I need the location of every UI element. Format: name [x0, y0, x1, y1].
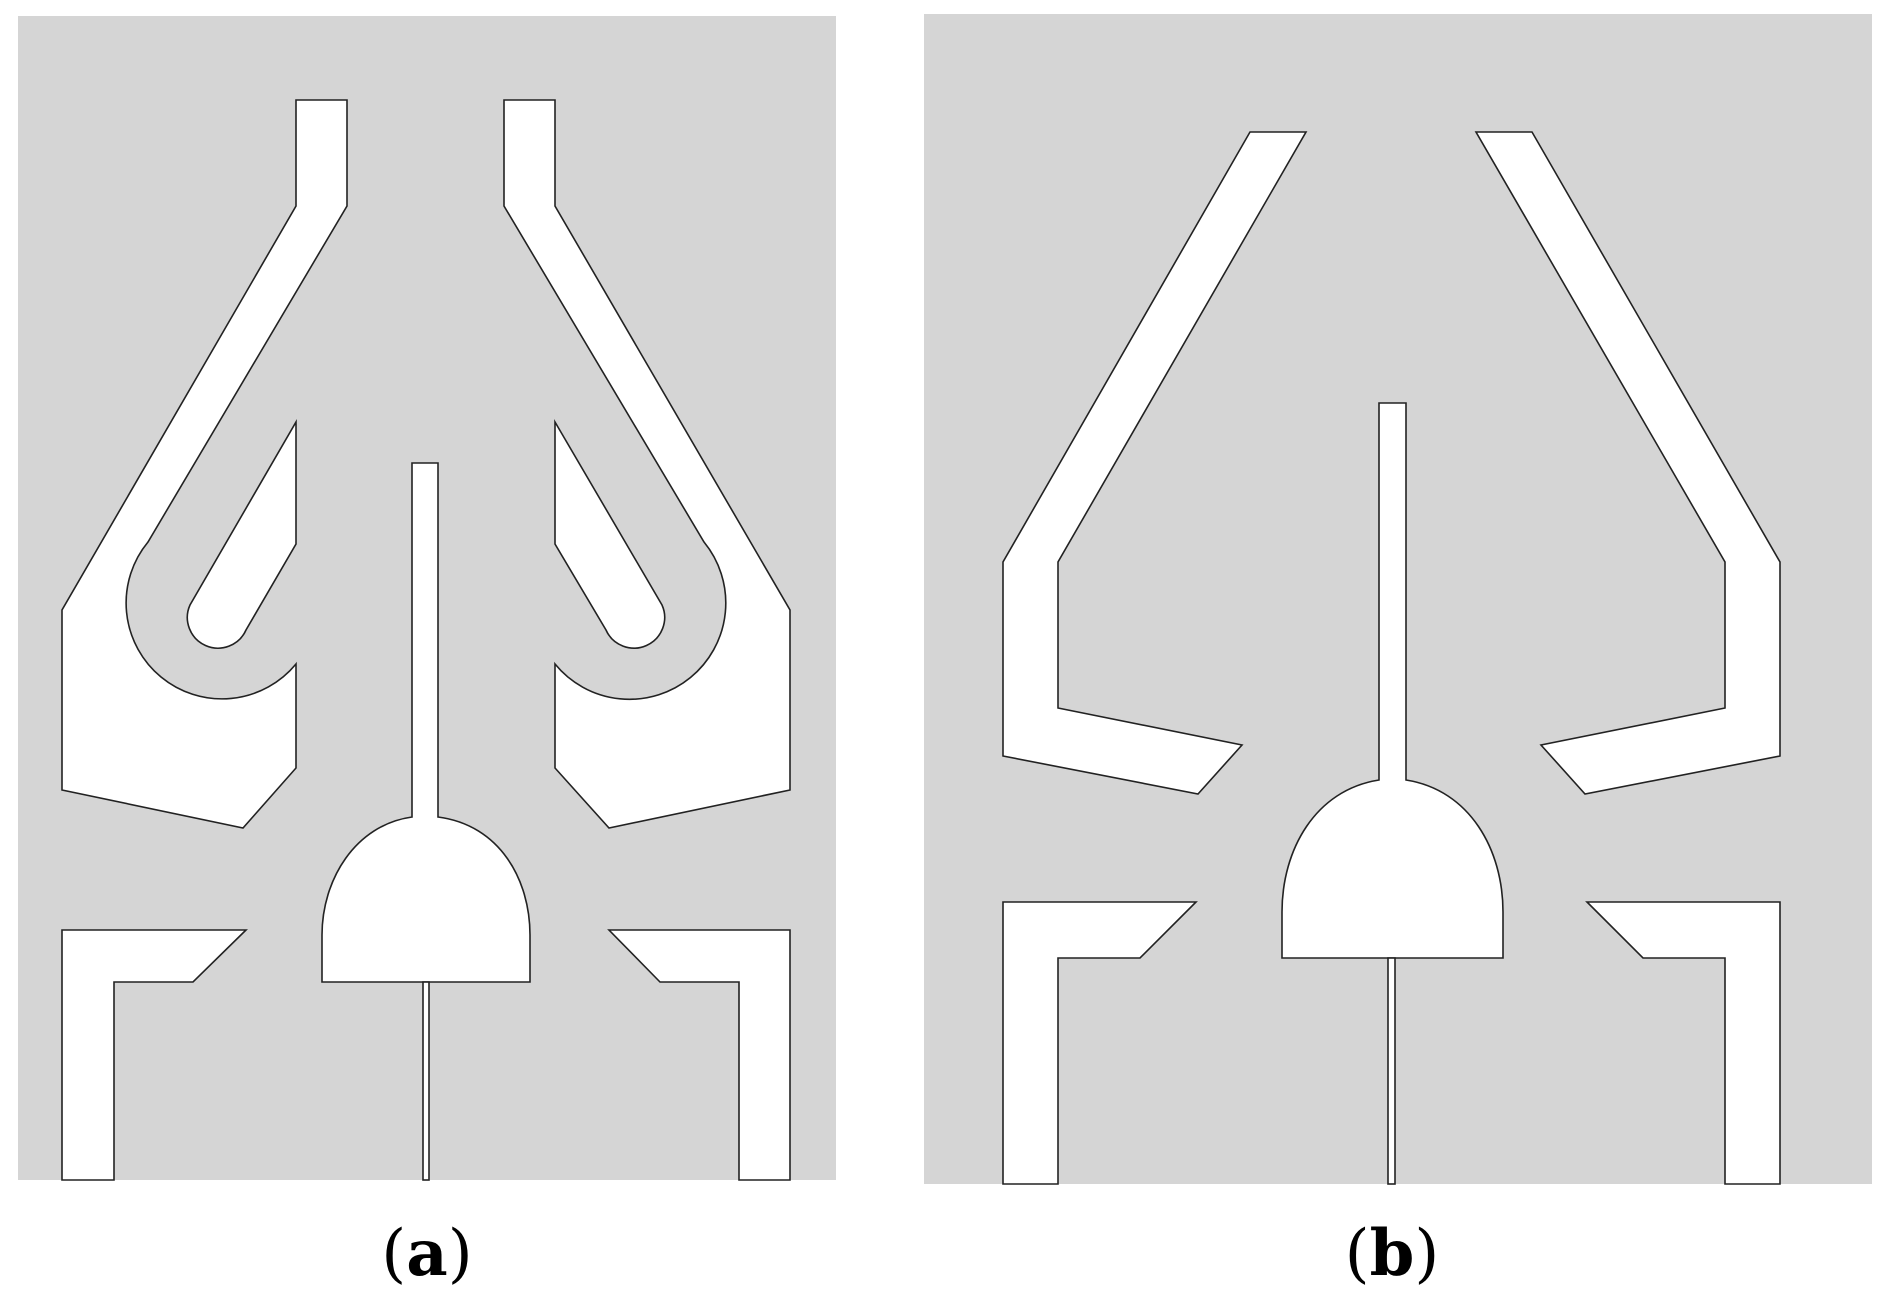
left-lower-arm-b [1002, 901, 1198, 1185]
radiating-patch-b [1281, 402, 1504, 959]
radiating-patch-a [321, 462, 531, 983]
panel-b: (b) [924, 14, 1872, 1291]
right-upper-arm-b [1474, 131, 1781, 795]
caption-b: (b) [1345, 1216, 1440, 1291]
right-upper-arm-a [503, 99, 791, 829]
feed-line-b [1387, 957, 1396, 1185]
right-slot-a [554, 419, 666, 649]
left-slot-a [186, 419, 297, 649]
right-lower-arm-b [1585, 901, 1781, 1185]
panel-a: (a) [18, 16, 836, 1291]
right-lower-arm-a [607, 929, 791, 1181]
left-upper-arm-b [1002, 131, 1308, 795]
feed-line-a [422, 981, 430, 1181]
left-upper-arm-a [61, 99, 348, 829]
caption-a: (a) [381, 1216, 472, 1291]
left-lower-arm-a [61, 929, 248, 1181]
